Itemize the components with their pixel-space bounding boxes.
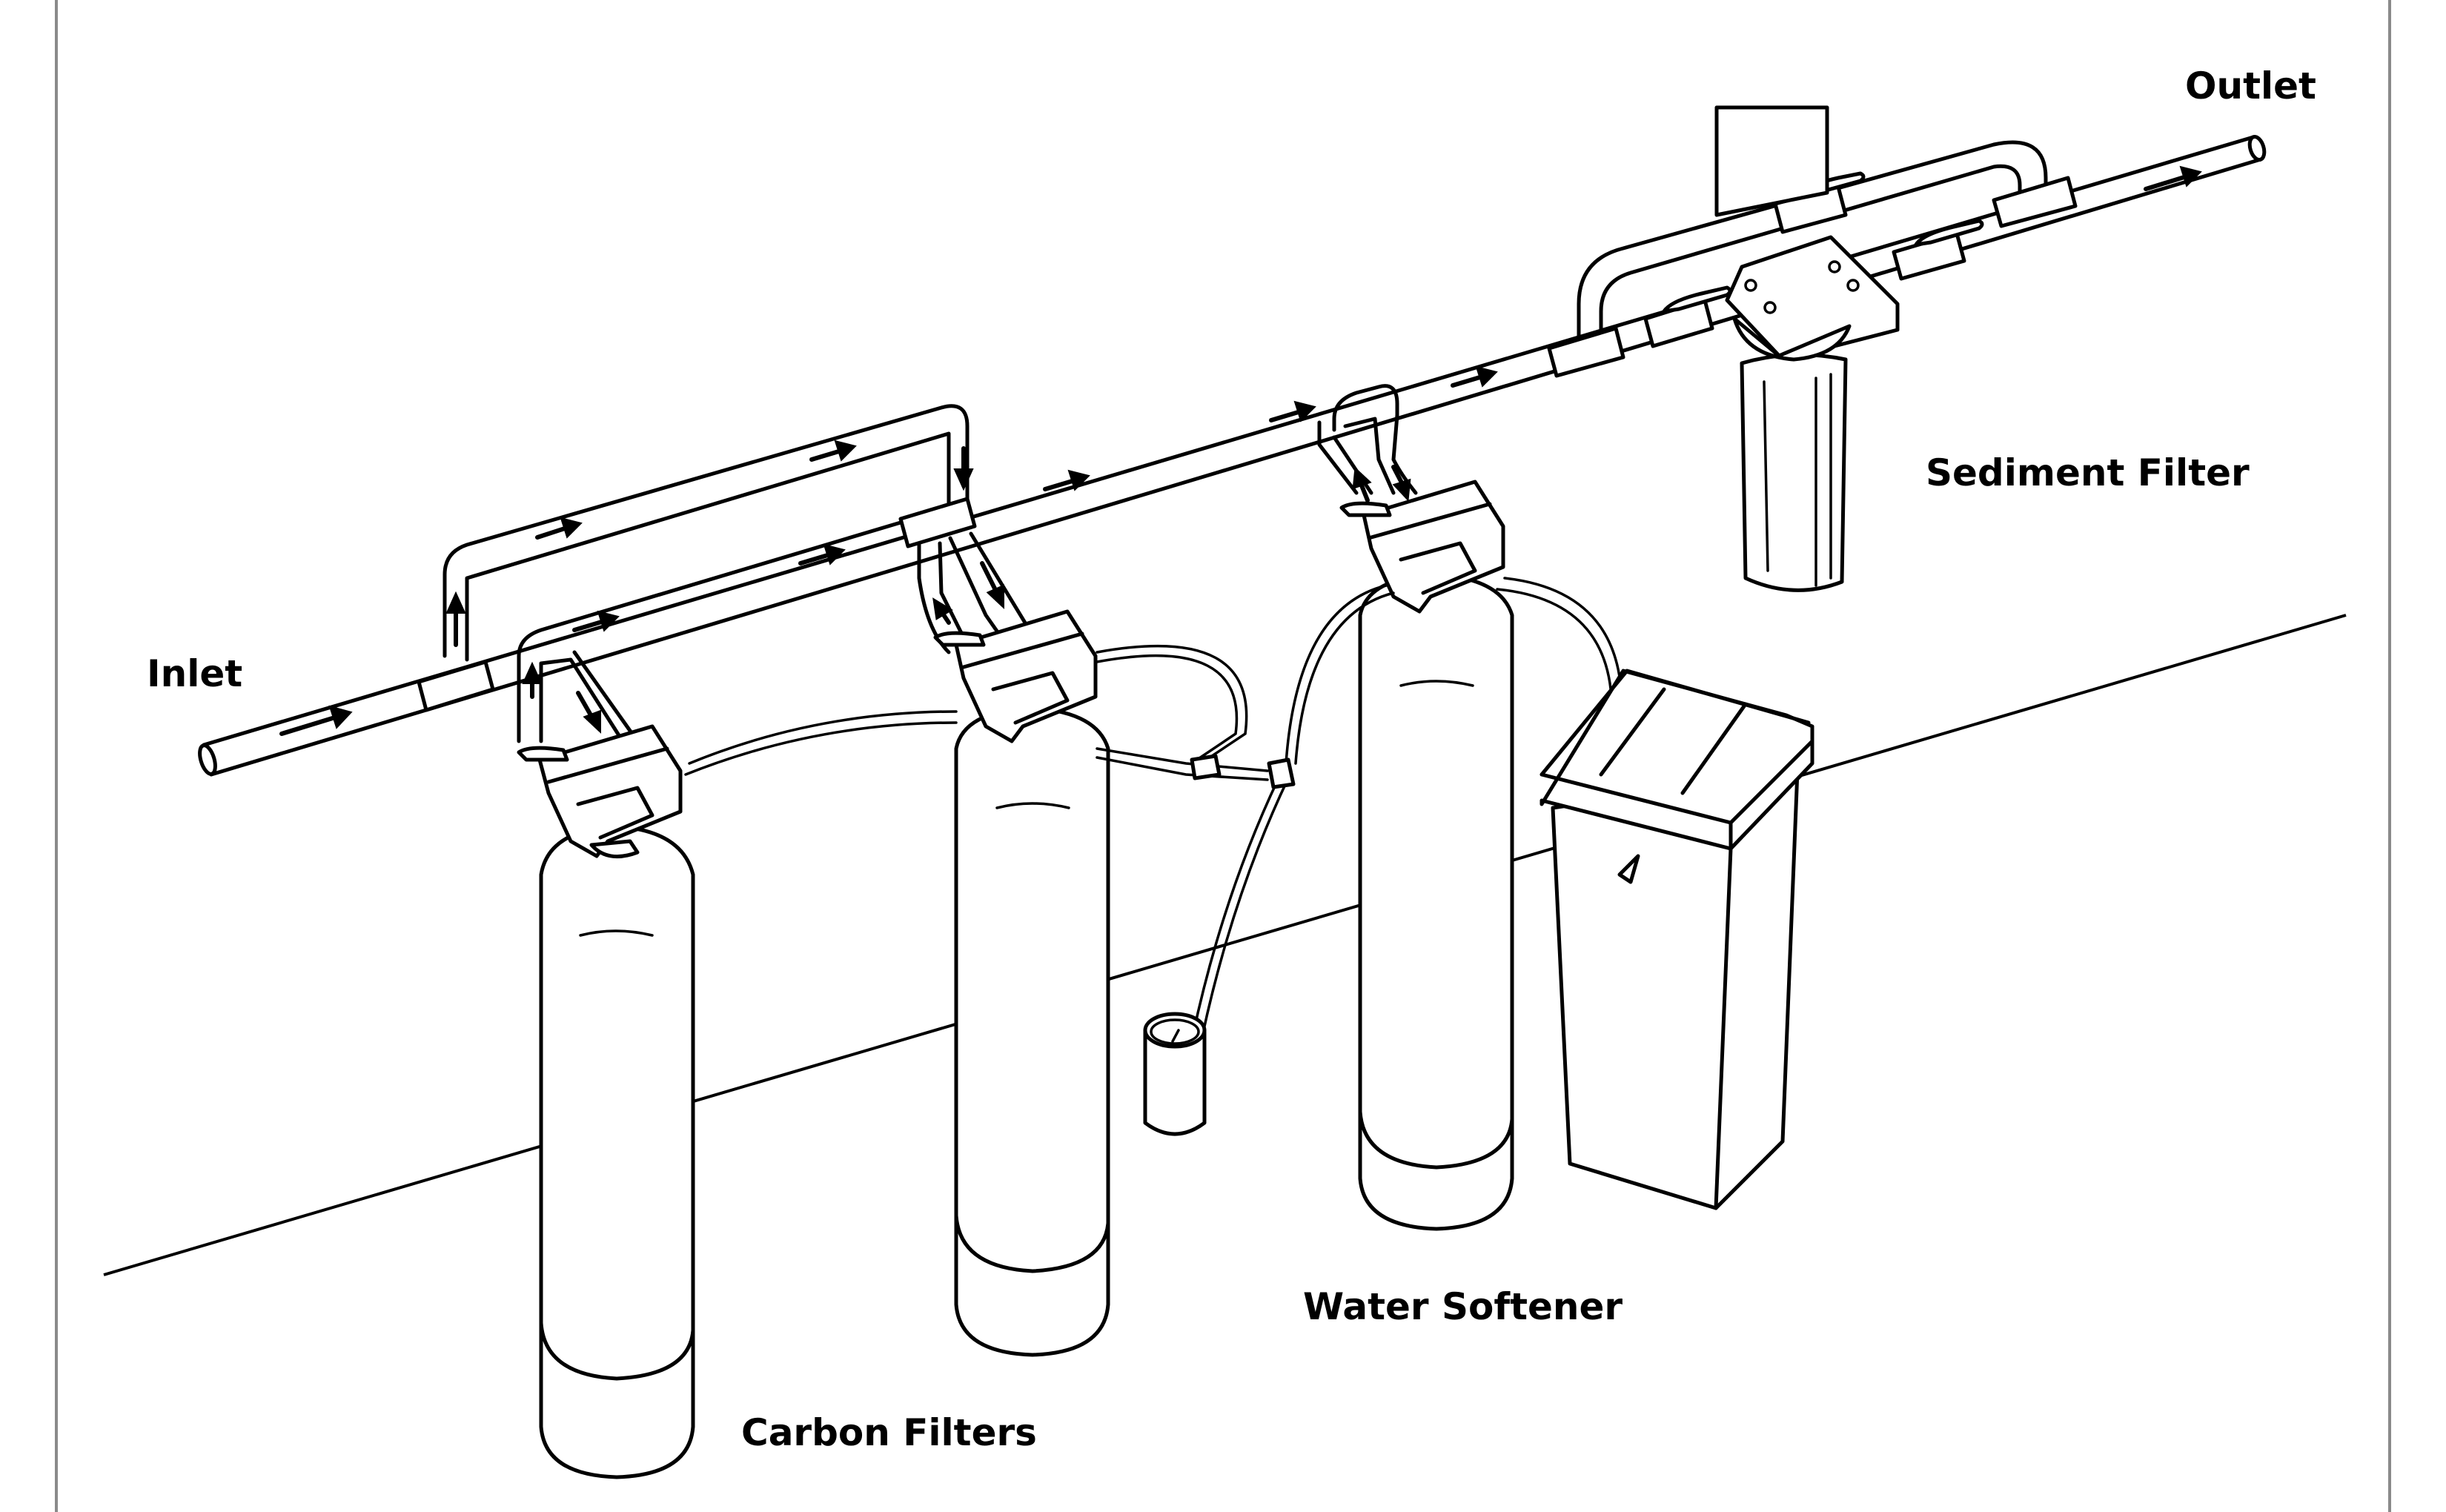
carbon-filter-2 <box>933 609 1110 1357</box>
arrow-down-icon <box>1391 465 1411 502</box>
valve-handle-icon <box>1914 219 1984 247</box>
softener-loop <box>1317 384 1418 495</box>
arrow-right-icon <box>809 440 857 462</box>
arrow-right-icon <box>1451 365 1498 388</box>
arrow-right-icon <box>572 610 620 632</box>
arrow-down-icon <box>980 561 1004 609</box>
arrow-down-icon <box>576 691 601 734</box>
arrow-right-icon <box>1269 400 1316 422</box>
arrow-right-icon <box>535 517 583 540</box>
bolt-icon <box>1763 301 1777 314</box>
bolt-icon <box>1846 279 1860 292</box>
label-sediment-filter: Sediment Filter <box>1926 451 2250 494</box>
arrow-up-icon <box>932 597 953 625</box>
arrow-up-icon <box>1352 466 1372 503</box>
water-softener-tank <box>1339 480 1514 1231</box>
sediment-filter <box>1714 105 1900 592</box>
bypass-loop-1 <box>417 404 977 712</box>
arrow-down-icon <box>953 446 974 491</box>
label-inlet: Inlet <box>147 652 242 695</box>
brine-tank <box>1539 669 1814 1210</box>
arrow-right-icon <box>798 543 846 566</box>
arrow-up-icon <box>445 591 466 647</box>
arrow-right-icon <box>279 705 353 736</box>
drain-cup <box>1143 1012 1207 1136</box>
arrow-up-icon <box>522 661 543 699</box>
bolt-icon <box>1744 279 1757 292</box>
carbon-1-loop <box>517 520 903 743</box>
bolt-icon <box>1828 260 1841 273</box>
arrow-right-icon <box>2144 165 2202 191</box>
label-carbon-filters: Carbon Filters <box>741 1411 1037 1454</box>
label-outlet: Outlet <box>2185 64 2316 107</box>
carbon-filter-1 <box>517 724 695 1479</box>
flow-arrows <box>279 165 2202 736</box>
label-water-softener: Water Softener <box>1303 1285 1623 1328</box>
arrow-right-icon <box>1043 469 1090 491</box>
